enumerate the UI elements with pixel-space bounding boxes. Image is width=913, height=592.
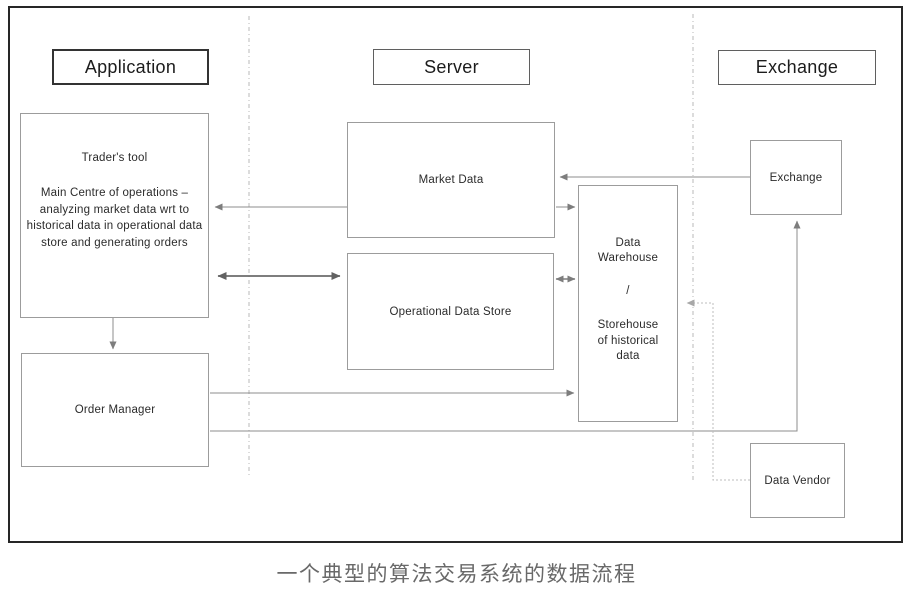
node-market-data: Market Data: [347, 122, 555, 238]
lane-header-exchange: Exchange: [718, 50, 876, 85]
exchange-label: Exchange: [769, 171, 823, 184]
node-operational-data-store: Operational Data Store: [347, 253, 554, 370]
operational-data-store-label: Operational Data Store: [389, 305, 512, 318]
lane-header-server-label: Server: [424, 56, 479, 77]
lane-header-exchange-label: Exchange: [755, 57, 839, 77]
traders-tool-title: Trader's tool: [81, 152, 148, 164]
data-warehouse-separator: /: [626, 285, 630, 297]
lane-header-server: Server: [373, 49, 530, 85]
data-warehouse-sublabel: Storehouse of historical data: [597, 319, 659, 362]
market-data-label: Market Data: [418, 174, 484, 186]
order-manager-label: Order Manager: [74, 404, 156, 416]
lane-header-application: Application: [52, 49, 209, 85]
data-warehouse-label: Data Warehouse: [597, 237, 659, 264]
node-traders-tool: Trader's tool Main Centre of operations …: [20, 113, 209, 318]
traders-tool-description: Main Centre of operations – analyzing ma…: [26, 187, 203, 249]
node-data-warehouse: Data Warehouse / Storehouse of historica…: [578, 185, 678, 422]
node-data-vendor: Data Vendor: [750, 443, 845, 518]
data-vendor-label: Data Vendor: [764, 474, 831, 487]
lane-header-application-label: Application: [84, 56, 177, 77]
node-order-manager: Order Manager: [21, 353, 209, 467]
figure-caption: 一个典型的算法交易系统的数据流程: [276, 563, 637, 586]
node-exchange: Exchange: [750, 140, 842, 215]
